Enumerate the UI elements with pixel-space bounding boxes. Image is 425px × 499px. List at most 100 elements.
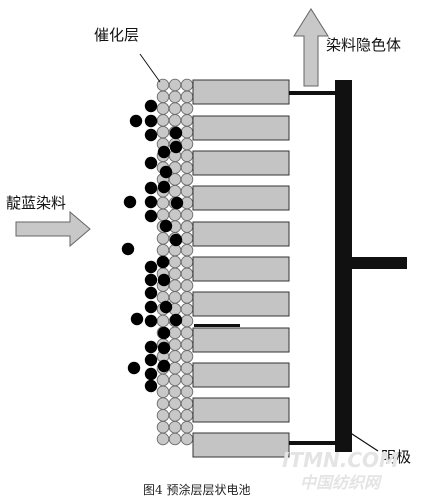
catalyst-bead: [180, 385, 194, 399]
catalyst-bead: [180, 114, 194, 127]
catalyst-bead: [156, 114, 170, 127]
dye-out-label: 染料隐色体: [326, 36, 401, 54]
catalyst-bead: [180, 279, 194, 292]
catalyst-bead: [168, 291, 182, 304]
catalyst-bead: [156, 196, 170, 210]
dye-particle: [130, 312, 144, 326]
catalyst-bead: [156, 373, 170, 387]
dye-particle: [144, 353, 158, 367]
cathode: [194, 80, 407, 452]
electrode-plate: [192, 362, 290, 388]
catalyst-bead: [168, 350, 182, 363]
dye-particle: [169, 313, 183, 327]
dye-particle: [144, 195, 158, 209]
dye-particle: [144, 99, 158, 113]
dye-particle: [157, 326, 171, 340]
middle-connector-line: [194, 324, 240, 327]
catalyst-bead: [168, 279, 182, 292]
catalyst-bead: [168, 326, 182, 340]
catalyst-bead: [180, 302, 194, 316]
catalyst-bead: [156, 125, 170, 139]
catalyst-bead: [180, 208, 194, 222]
catalyst-bead: [180, 361, 194, 375]
dye-particle: [144, 314, 158, 328]
electrode-plate: [192, 79, 290, 105]
catalyst-bead: [180, 232, 194, 245]
electrode-plate: [192, 291, 290, 317]
catalyst-bead: [168, 184, 182, 198]
dye-particle: [144, 340, 158, 354]
catalyst-bead: [180, 314, 194, 328]
catalyst-bead: [168, 208, 182, 222]
catalyst-bead: [180, 90, 194, 104]
catalyst-bead: [168, 102, 182, 115]
catalyst-bead: [180, 137, 194, 151]
catalyst-bead: [156, 397, 170, 410]
dye-particle: [156, 255, 170, 269]
dye-particle: [121, 242, 135, 256]
dye-particle: [144, 156, 158, 170]
catalyst-bead: [180, 102, 194, 115]
watermark-line2: 中国纺织网: [300, 473, 383, 492]
electrode-plate: [192, 432, 290, 458]
catalyst-bead: [180, 291, 194, 304]
dye-particle: [144, 379, 158, 393]
catalyst-bead: [168, 114, 182, 127]
catalyst-bead: [168, 243, 182, 257]
catalyst-bead: [180, 255, 194, 269]
dye-particle: [144, 367, 158, 381]
catalyst-bead: [180, 78, 194, 92]
electrode-plates: [192, 79, 290, 458]
catalyst-bead: [168, 385, 182, 399]
dye-out-arrow: [293, 8, 329, 87]
catalyst-bead: [180, 149, 194, 163]
dye-particles: [121, 99, 184, 393]
catalyst-bead: [180, 409, 194, 422]
electrode-plate: [192, 115, 290, 141]
catalyst-bead: [168, 90, 182, 104]
dye-particle: [157, 273, 171, 287]
electrode-plate: [192, 256, 290, 282]
dye-particle: [169, 126, 183, 140]
catalyst-bead: [180, 125, 194, 139]
catalyst-bead: [168, 432, 182, 446]
dye-particle: [144, 181, 158, 195]
catalyst-bead: [180, 397, 194, 410]
dye-particle: [144, 128, 158, 142]
watermark-line1: ITMN.COM: [282, 448, 399, 472]
dye-particle: [157, 145, 171, 159]
dye-particle: [157, 180, 171, 194]
dye-particle: [157, 341, 171, 355]
catalyst-leader-line: [139, 53, 161, 83]
catalyst-bead: [156, 432, 170, 446]
dye-particle: [129, 114, 143, 128]
catalyst-bead: [156, 208, 170, 222]
dye-particle: [159, 165, 173, 179]
catalyst-bead: [180, 173, 194, 186]
figure-caption: 图4 预涂层层状电池: [143, 482, 250, 497]
catalyst-bead: [156, 102, 170, 115]
catalyst-bead: [156, 90, 170, 104]
dye-particle: [144, 114, 158, 128]
electrode-plate: [192, 221, 290, 247]
catalyst-bead: [180, 432, 194, 446]
catalyst-bead: [156, 385, 170, 399]
dye-particle: [127, 361, 141, 375]
dye-particle: [169, 233, 183, 247]
catalyst-bead: [168, 373, 182, 387]
catalyst-bead: [168, 397, 182, 410]
catalyst-bead: [180, 373, 194, 387]
electrode-plate: [192, 327, 290, 353]
dye-particle: [159, 300, 173, 314]
cathode-bar: [335, 80, 352, 452]
catalyst-bead: [156, 243, 170, 257]
cathode-bottom-connector: [289, 441, 339, 445]
cathode-label: 阴极: [381, 448, 411, 466]
dye-particle: [157, 359, 171, 373]
electrode-plate: [192, 397, 290, 423]
cathode-top-connector: [289, 91, 339, 95]
catalyst-bead: [180, 350, 194, 363]
cathode-terminal: [352, 257, 407, 269]
catalyst-bead: [180, 184, 194, 198]
